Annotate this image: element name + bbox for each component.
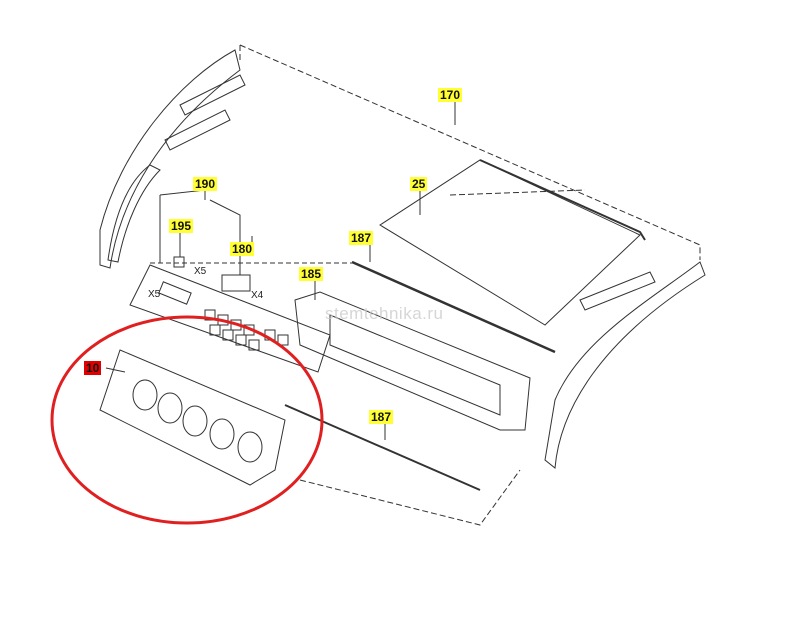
connector-label-x5: X5 bbox=[194, 266, 207, 277]
chip-195 bbox=[173, 256, 185, 268]
cover-plate-25 bbox=[379, 159, 641, 326]
bracket-right bbox=[579, 271, 656, 311]
callout-180[interactable]: 180 bbox=[230, 242, 255, 256]
callout-187-upper[interactable]: 187 bbox=[349, 231, 374, 245]
left-end-cap bbox=[99, 49, 241, 269]
callout-185[interactable]: 185 bbox=[299, 267, 324, 281]
bracket bbox=[164, 74, 246, 151]
handle-part-10 bbox=[99, 349, 286, 486]
connector-label-x4: X4 bbox=[251, 290, 264, 301]
frame-185 bbox=[294, 291, 531, 431]
selection-circle bbox=[50, 315, 324, 525]
rod-187-lower bbox=[284, 404, 481, 491]
right-end-cap bbox=[544, 261, 706, 469]
callout-10[interactable]: 10 bbox=[84, 361, 102, 375]
rod-187-upper bbox=[351, 260, 556, 354]
callout-170[interactable]: 170 bbox=[438, 88, 463, 102]
console-panel bbox=[129, 264, 331, 373]
watermark: stemtehnika.ru bbox=[325, 304, 444, 323]
assembly-outline bbox=[239, 44, 701, 260]
display-180 bbox=[221, 274, 251, 292]
callout-187-lower[interactable]: 187 bbox=[369, 410, 394, 424]
callout-190[interactable]: 190 bbox=[193, 177, 218, 191]
callout-25[interactable]: 25 bbox=[410, 177, 428, 191]
connector-label-x5: X5 bbox=[148, 289, 161, 300]
callout-195[interactable]: 195 bbox=[169, 219, 194, 233]
